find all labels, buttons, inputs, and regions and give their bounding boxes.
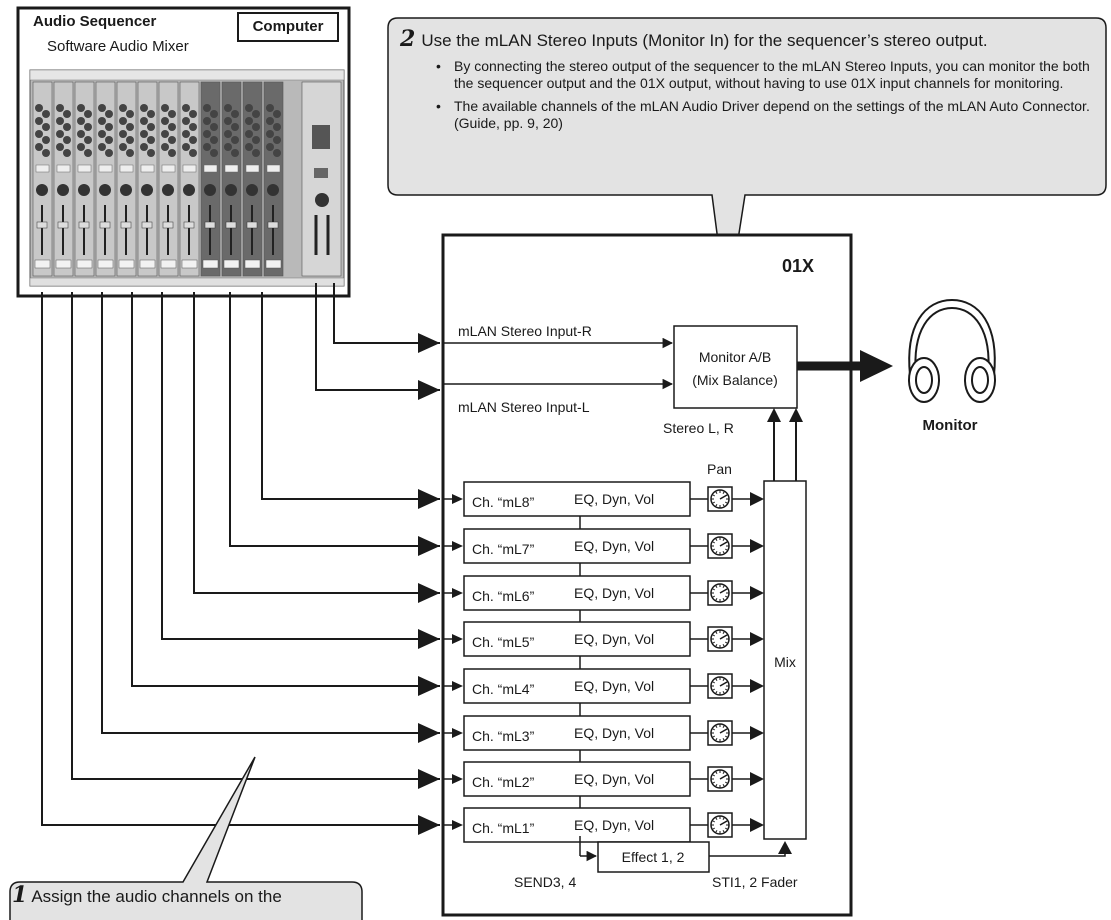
channel-wire bbox=[101, 292, 440, 734]
channel-wire bbox=[131, 292, 440, 687]
pan-knob-icon bbox=[707, 766, 733, 792]
effect-box bbox=[597, 841, 710, 873]
mix-label: Mix bbox=[774, 654, 796, 670]
effect-path: Effect 1, 2 SEND3, 4 STI1, 2 Fader bbox=[514, 836, 798, 890]
pan-knob-icon bbox=[707, 580, 733, 606]
stereo-input-r-label: mLAN Stereo Input-R bbox=[458, 323, 592, 339]
mixer-master-section bbox=[301, 81, 342, 277]
channel-processing-label: EQ, Dyn, Vol bbox=[574, 491, 654, 507]
computer-title: Audio Sequencer bbox=[33, 13, 157, 30]
callout-step1 bbox=[9, 756, 363, 920]
channel-box bbox=[463, 621, 691, 657]
step2-callout-text: 2 Use the mLAN Stereo Inputs (Monitor In)… bbox=[400, 28, 1100, 138]
monitor-ab-box: Monitor A/B (Mix Balance) bbox=[673, 325, 798, 409]
stereo-input-l-label: mLAN Stereo Input-L bbox=[458, 399, 590, 415]
step2-bullet-2: The available channels of the mLAN Audio… bbox=[436, 98, 1100, 132]
pan-knob-icon bbox=[707, 812, 733, 838]
monitor-label: Monitor bbox=[923, 417, 978, 434]
channel-wire bbox=[161, 292, 440, 640]
monitor-output-arrow bbox=[797, 350, 893, 382]
channel-processing-label: EQ, Dyn, Vol bbox=[574, 771, 654, 787]
channel-box bbox=[463, 481, 691, 517]
channel-processing-label: EQ, Dyn, Vol bbox=[574, 538, 654, 554]
channel-name: Ch. “mL7” bbox=[472, 541, 535, 557]
channel-name: Ch. “mL6” bbox=[472, 588, 535, 604]
computer-tag: Computer bbox=[237, 12, 339, 42]
monitor-ab-line2: (Mix Balance) bbox=[692, 372, 778, 388]
channel-processing-label: EQ, Dyn, Vol bbox=[574, 678, 654, 694]
channel-name: Ch. “mL1” bbox=[472, 820, 535, 836]
channel-processing-label: EQ, Dyn, Vol bbox=[574, 725, 654, 741]
channel-name: Ch. “mL3” bbox=[472, 728, 535, 744]
channel-name: Ch. “mL2” bbox=[472, 774, 535, 790]
stereo-input-wires: mLAN Stereo Input-R mLAN Stereo Input-L bbox=[315, 283, 674, 415]
headphones-icon bbox=[908, 298, 996, 403]
channel-box bbox=[463, 528, 691, 564]
step2-bullet-1: By connecting the stereo output of the s… bbox=[436, 58, 1100, 92]
stereo-lr-label: Stereo L, R bbox=[663, 420, 734, 436]
effect-label: Effect 1, 2 bbox=[622, 849, 685, 865]
channel-processing-label: EQ, Dyn, Vol bbox=[574, 585, 654, 601]
channel-wire bbox=[71, 292, 440, 780]
channel-wire bbox=[229, 292, 440, 547]
software-mixer-screenshot bbox=[29, 69, 345, 287]
channel-processing-label: EQ, Dyn, Vol bbox=[574, 817, 654, 833]
channel-box bbox=[463, 761, 691, 797]
sti-fader-label: STI1, 2 Fader bbox=[712, 874, 798, 890]
computer-subtitle: Software Audio Mixer bbox=[47, 38, 189, 55]
mix-to-monitor-arrows bbox=[767, 408, 803, 481]
channel-name: Ch. “mL8” bbox=[472, 494, 535, 510]
step2-number: 2 bbox=[400, 26, 416, 52]
pan-label: Pan bbox=[707, 461, 732, 477]
step2-heading: Use the mLAN Stereo Inputs (Monitor In) … bbox=[421, 31, 988, 50]
monitor-ab-line1: Monitor A/B bbox=[699, 349, 771, 365]
channel-wire bbox=[193, 292, 440, 594]
step2-bullets: By connecting the stereo output of the s… bbox=[436, 58, 1100, 132]
mix-bar: Mix bbox=[763, 480, 807, 840]
pan-knob-icon bbox=[707, 486, 733, 512]
sequencer-output-wires bbox=[41, 292, 463, 835]
send-label: SEND3, 4 bbox=[514, 874, 576, 890]
pan-knob-icon bbox=[707, 626, 733, 652]
step1-number: 1 bbox=[12, 882, 28, 908]
channel-box bbox=[463, 715, 691, 751]
channel-wire bbox=[261, 292, 440, 500]
channel-processing-label: EQ, Dyn, Vol bbox=[574, 631, 654, 647]
channel-wire bbox=[41, 292, 440, 826]
channel-name: Ch. “mL4” bbox=[472, 681, 535, 697]
channel-box bbox=[463, 807, 691, 843]
channel-name: Ch. “mL5” bbox=[472, 634, 535, 650]
pan-knob-icon bbox=[707, 533, 733, 559]
step1-text: Assign the audio channels on the bbox=[31, 887, 282, 906]
pan-knob-icon bbox=[707, 720, 733, 746]
pan-knob-icon bbox=[707, 673, 733, 699]
device-name: 01X bbox=[782, 256, 814, 276]
